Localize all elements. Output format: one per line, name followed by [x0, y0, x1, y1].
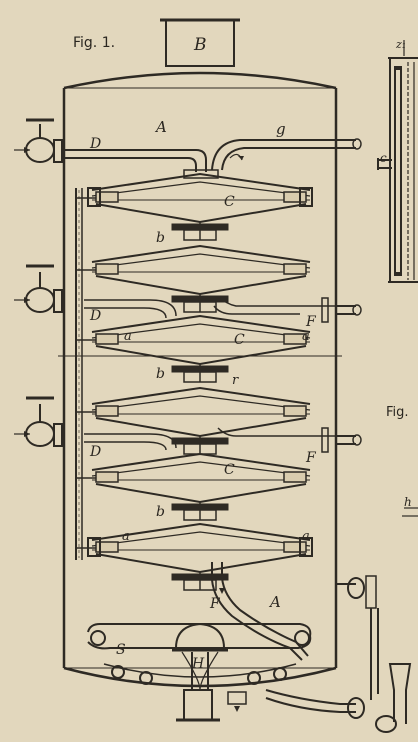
tray-6-top	[91, 522, 311, 541]
label-a-2: a	[302, 329, 310, 344]
tray-5-top-inner	[91, 461, 311, 477]
tray-1-left-block	[95, 191, 119, 203]
outlet-pipe-g	[211, 138, 362, 171]
figure-caption-side: Fig.	[386, 405, 409, 420]
outlet-pipe-f-2	[217, 427, 362, 453]
label-a-1: a	[124, 329, 132, 344]
side-figure	[377, 40, 418, 517]
vessel-shell	[58, 71, 342, 688]
tray-3-top-inner	[91, 323, 311, 339]
feed-bend-3	[84, 433, 177, 451]
tray-2-top-inner	[91, 253, 311, 269]
label-c-1: C	[224, 194, 235, 210]
label-c-3: C	[224, 462, 235, 478]
tray-1-top	[91, 172, 311, 191]
tray-2-right-block	[283, 263, 307, 275]
label-b-lower-2: b	[156, 366, 165, 382]
label-r: r	[232, 373, 239, 388]
label-f-1: F	[305, 314, 317, 330]
tray-4-left-block	[95, 405, 119, 417]
tray-3-top	[91, 314, 311, 333]
tray-5-bottom	[95, 483, 307, 504]
tray-5-top	[91, 452, 311, 471]
tray-3-left-block	[95, 333, 119, 345]
tray-1-right-block	[283, 191, 307, 203]
end-tray-2-right-clamp	[299, 537, 313, 557]
label-s: S	[116, 642, 126, 658]
tray-6-top-inner	[91, 531, 311, 547]
end-tray-1-right-clamp	[299, 187, 313, 207]
tray-6-left-block	[95, 541, 119, 553]
label-b-lower-1: b	[156, 230, 165, 246]
external-piping	[265, 575, 412, 733]
tray-6-bottom	[95, 553, 307, 574]
inlet-valve-2[interactable]	[14, 264, 63, 313]
tray-1-top-inner	[91, 181, 311, 197]
label-b: B	[193, 35, 207, 55]
label-h: H	[191, 656, 205, 672]
tray-5-right-block	[283, 471, 307, 483]
figure-caption-main: Fig. 1.	[73, 35, 115, 51]
label-f-3: F	[209, 596, 221, 612]
outlet-neck	[160, 18, 240, 67]
drain-pipe-f	[211, 562, 309, 661]
tray-4-top-inner	[91, 395, 311, 411]
label-z: z₁	[395, 38, 406, 51]
tray-2-left-block	[95, 263, 119, 275]
label-a-top: A	[154, 118, 167, 136]
label-d-1: D	[89, 136, 101, 152]
tray-2-top	[91, 244, 311, 263]
label-c-small: c	[380, 151, 387, 165]
label-h-small: h	[404, 495, 412, 509]
tray-3-right-block	[283, 333, 307, 345]
feed-bend-2	[84, 299, 177, 319]
end-tray-1-left-clamp	[87, 187, 101, 207]
label-a-4: a	[302, 529, 310, 544]
plate-stack	[76, 172, 313, 591]
vertical-rods	[75, 188, 83, 560]
tray-6-right-block	[283, 541, 307, 553]
label-f-2: F	[305, 450, 317, 466]
bottom-hood[interactable]	[172, 622, 247, 712]
label-c-2: C	[234, 332, 245, 348]
label-a-3: a	[122, 529, 130, 544]
diagram-labels: B A A g D D D C C C b b b a a a a r F F …	[89, 35, 412, 672]
label-g: g	[276, 120, 286, 138]
label-b-lower-3: b	[156, 504, 165, 520]
bottom-nozzle	[176, 689, 220, 722]
label-d-3: D	[89, 444, 101, 460]
tray-4-top	[91, 386, 311, 405]
tray-2-bottom	[95, 275, 307, 296]
inlet-valve-3[interactable]	[14, 396, 63, 447]
tray-3-bottom	[95, 345, 307, 366]
label-d-2: D	[89, 308, 101, 324]
outlet-pipe-f-1	[213, 295, 362, 323]
label-a-bottom: A	[268, 593, 281, 611]
end-tray-2-left-clamp	[87, 537, 101, 557]
tray-1-bottom	[95, 203, 307, 224]
top-inlet-pipe	[64, 149, 219, 179]
tray-5-left-block	[95, 471, 119, 483]
inlet-valve-1[interactable]	[14, 118, 64, 163]
tray-4-right-block	[283, 405, 307, 417]
